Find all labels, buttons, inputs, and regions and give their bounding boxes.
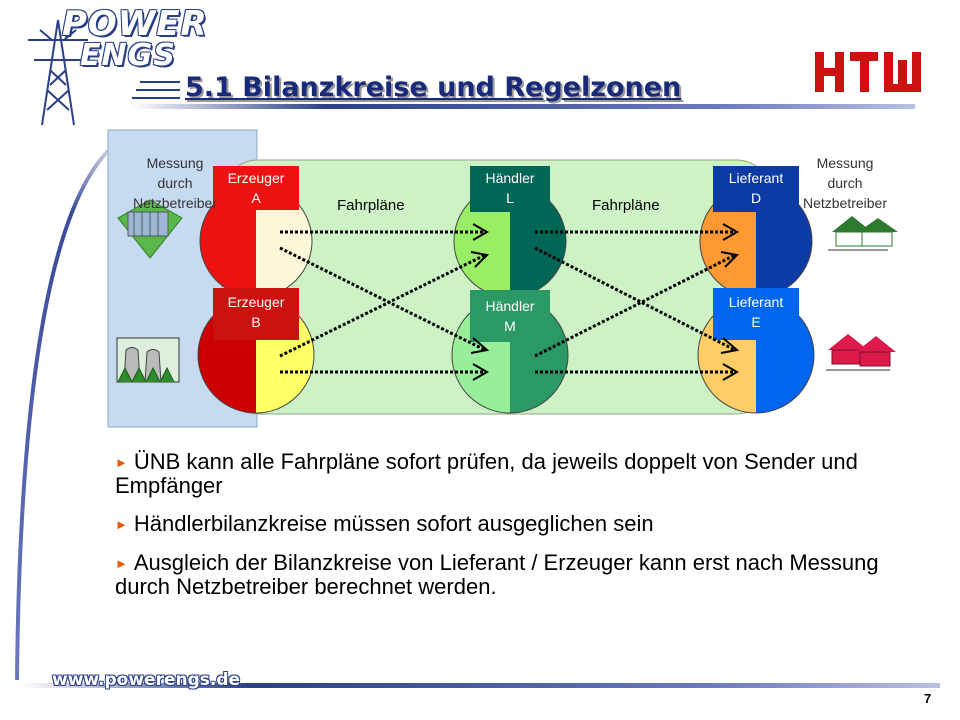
erzeuger-a-label: Erzeuger A: [213, 168, 299, 208]
haendler-m-line2: M: [504, 318, 516, 334]
bullet-text: ÜNB kann alle Fahrpläne sofort prüfen, d…: [115, 449, 858, 498]
measurement-left-line1: Messung: [146, 155, 204, 171]
lieferant-e-label: Lieferant E: [713, 292, 799, 332]
haendler-m-box: [470, 290, 550, 342]
bullet-item: ► Händlerbilanzkreise müssen sofort ausge…: [115, 512, 895, 536]
logo-power-text: POWER: [62, 4, 208, 44]
measurement-right-line1: Messung: [816, 155, 874, 171]
erzeuger-b-line2: B: [251, 314, 261, 330]
bullet-text: Händlerbilanzkreise müssen sofort ausgeg…: [133, 511, 654, 536]
schedule-arrows: [279, 230, 736, 374]
lieferant-d-line1: Lieferant: [728, 170, 784, 186]
lieferant-d-line2: D: [750, 190, 762, 206]
bullet-text: Ausgleich der Bilanzkreise von Lieferant…: [115, 550, 879, 599]
measurement-left-label: Messung durch Netzbetreiber: [100, 153, 250, 213]
measurement-left-line2: durch: [157, 175, 193, 191]
power-pylon-icon: [28, 19, 88, 126]
haendler-l-label: Händler L: [470, 168, 550, 208]
haendler-l-line1: Händler: [485, 170, 535, 186]
logo-stripes-icon: [132, 81, 180, 99]
erzeuger-b-label: Erzeuger B: [213, 292, 299, 332]
erzeuger-a-line2: A: [251, 190, 261, 206]
haendler-l-box: [470, 166, 550, 212]
erzeuger-a-line1: Erzeuger: [227, 170, 285, 186]
measurement-right-line3: Netzbetreiber: [802, 195, 888, 211]
erzeuger-a-box: [213, 166, 299, 210]
measurement-right-line2: durch: [827, 175, 863, 191]
bullet-arrow-icon: ►: [115, 556, 128, 571]
haendler-m-label: Händler M: [470, 296, 550, 336]
bullet-list: ►ÜNB kann alle Fahrpläne sofort prüfen, …: [115, 450, 895, 613]
lieferant-e-line2: E: [751, 314, 761, 330]
cooling-tower-icon: [116, 337, 180, 383]
header-rule: [130, 104, 915, 109]
haendler-l-line2: L: [506, 190, 514, 206]
footer-url[interactable]: www.powerengs.de: [52, 670, 241, 690]
power-plant-icon: [117, 199, 183, 259]
haendler-m-line1: Händler: [485, 298, 535, 314]
footer-rule: [20, 683, 940, 688]
lieferant-d-circle: [699, 184, 813, 298]
bullet-arrow-icon: ►: [115, 455, 128, 470]
arrow-heads: [470, 223, 740, 381]
htw-logo: [815, 52, 921, 92]
haendler-l-circle: [453, 184, 567, 298]
page-title: 5.1 Bilanzkreise und Regelzonen: [185, 72, 682, 103]
page-number: 7: [924, 691, 932, 706]
house-green-icon: [828, 216, 898, 251]
lieferant-e-box: [713, 288, 799, 340]
lieferant-d-box: [713, 166, 799, 212]
logo-engs-text: ENGS: [80, 38, 176, 73]
erzeuger-a-circle: [199, 184, 313, 298]
measurement-left-line3: Netzbetreiber: [132, 195, 218, 211]
lieferant-e-line1: Lieferant: [728, 294, 784, 310]
measurement-right-label: Messung durch Netzbetreiber: [780, 153, 910, 213]
bullet-item: ►Ausgleich der Bilanzkreise von Lieferan…: [115, 551, 895, 598]
erzeuger-b-box: [213, 288, 299, 340]
bullet-arrow-icon: ►: [115, 517, 128, 532]
house-red-icon: [826, 334, 896, 371]
schedules-label-left: Fahrpläne: [337, 197, 405, 214]
schedules-label-right: Fahrpläne: [592, 197, 660, 214]
erzeuger-b-line1: Erzeuger: [227, 294, 285, 310]
lieferant-d-label: Lieferant D: [713, 168, 799, 208]
bullet-item: ►ÜNB kann alle Fahrpläne sofort prüfen, …: [115, 450, 895, 497]
